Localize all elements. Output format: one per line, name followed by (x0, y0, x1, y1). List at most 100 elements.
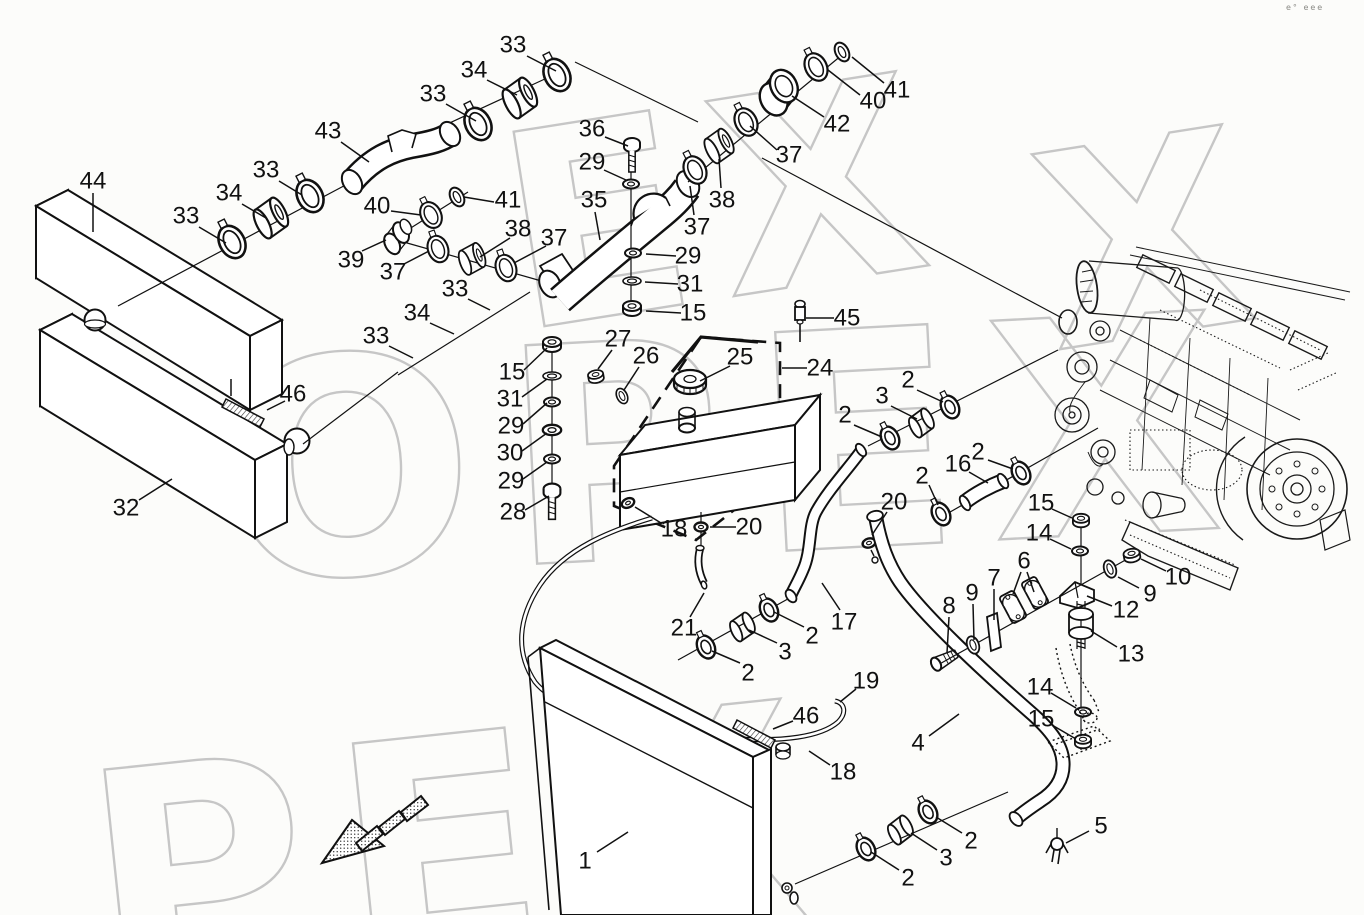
part-label: 41 (884, 77, 911, 104)
coupling-42 (758, 68, 799, 117)
part-label: 5 (1094, 813, 1107, 840)
part-label: 34 (216, 180, 243, 207)
leader-line (773, 611, 805, 628)
leader-line (522, 402, 548, 425)
leader-line (604, 136, 629, 147)
cooler-44 (33, 188, 285, 412)
part-label: 2 (901, 865, 914, 892)
cooler-32 (37, 308, 311, 540)
part-label: 6 (1017, 548, 1030, 575)
part-label: 37 (684, 214, 711, 241)
part-label: 40 (364, 193, 391, 220)
leader-line (1065, 830, 1090, 844)
leader-line (138, 478, 173, 501)
leader-line (808, 750, 831, 766)
radiator-1 (527, 638, 799, 915)
leader-line (851, 56, 885, 84)
port-stub (789, 891, 799, 905)
leader-line (403, 250, 430, 265)
bottom-chain-group (794, 791, 1069, 885)
part-label: 3 (939, 845, 952, 872)
leader-line (1051, 724, 1077, 740)
leader-line (644, 281, 679, 285)
part-label: 34 (461, 57, 488, 84)
leader-line (772, 720, 794, 730)
leader-line (1140, 558, 1167, 572)
direction-arrow-icon (319, 794, 430, 865)
part-label: 7 (987, 565, 1000, 592)
part-label: 38 (709, 187, 736, 214)
part-label: 46 (793, 703, 820, 730)
part-label: 3 (778, 639, 791, 666)
leader-line (791, 95, 825, 118)
leader-line (1051, 508, 1073, 519)
leader-line (479, 237, 511, 258)
leader-line (522, 461, 548, 480)
part-label: 33 (253, 157, 280, 184)
leader-line (972, 603, 975, 641)
leader-line (597, 349, 613, 370)
leader-line (1026, 571, 1035, 593)
leader-line (390, 210, 422, 216)
part-label: 2 (805, 623, 818, 650)
leader-line (429, 322, 455, 335)
leader-line (388, 345, 414, 359)
leader-line (513, 245, 547, 264)
part-label: 18 (830, 759, 857, 786)
sensor-45 (794, 299, 806, 342)
part-label: 16 (945, 451, 972, 478)
part-label: 37 (776, 142, 803, 169)
part-label: 37 (541, 225, 568, 252)
part-label: 42 (824, 111, 851, 138)
part-label: 43 (315, 118, 342, 145)
leader-line (968, 471, 989, 484)
part-label: 12 (1113, 597, 1140, 624)
leader-line (266, 400, 286, 411)
part-label: 32 (113, 495, 140, 522)
leader-line (987, 459, 1014, 470)
part-label: 36 (579, 116, 606, 143)
leader-line (596, 831, 629, 853)
part-label: 39 (338, 247, 365, 274)
screw-8 (929, 649, 959, 672)
isolator-13 (1068, 601, 1094, 649)
drain-valve-5 (1045, 828, 1069, 865)
coolant-pipe-4 (866, 509, 1071, 827)
engine-bracket-dotted (1046, 643, 1112, 759)
leader-line (1090, 630, 1118, 648)
leader-line (853, 424, 883, 438)
watermark: ЕХХОРЕХРЕХ (70, 11, 1299, 915)
clamp-half-6 (999, 590, 1027, 624)
leader-line (645, 310, 682, 314)
part-label: 40 (860, 88, 887, 115)
engine (1054, 246, 1351, 591)
pipe-bracket (387, 129, 417, 153)
leader-line (916, 389, 944, 403)
tank-bracket-24 (612, 335, 782, 542)
leader-line (645, 253, 677, 257)
part-label: 1 (578, 848, 591, 875)
seal-strip-46 (732, 718, 776, 750)
clamp-block-group (929, 546, 1142, 672)
charge-air-pipe-chain-top (117, 46, 699, 307)
coupling-chain-engine (675, 39, 1063, 319)
part-label: 26 (633, 343, 660, 370)
pipe-saddle-bracket (632, 192, 667, 219)
part-label: 30 (497, 440, 524, 467)
leader-line (928, 713, 960, 737)
expansion-tank-group (541, 299, 823, 542)
part-label: 13 (1118, 641, 1145, 668)
part-label: 14 (1026, 520, 1053, 547)
leader-line (526, 55, 557, 72)
part-label: 33 (363, 323, 390, 350)
part-label: 29 (498, 413, 525, 440)
part-label: 46 (280, 381, 307, 408)
part-label: 24 (807, 355, 834, 382)
part-label: 14 (1027, 674, 1054, 701)
leader-line (839, 688, 857, 703)
tank-cap-25 (672, 368, 708, 396)
part-label: 31 (497, 386, 524, 413)
part-label: 34 (404, 300, 431, 327)
